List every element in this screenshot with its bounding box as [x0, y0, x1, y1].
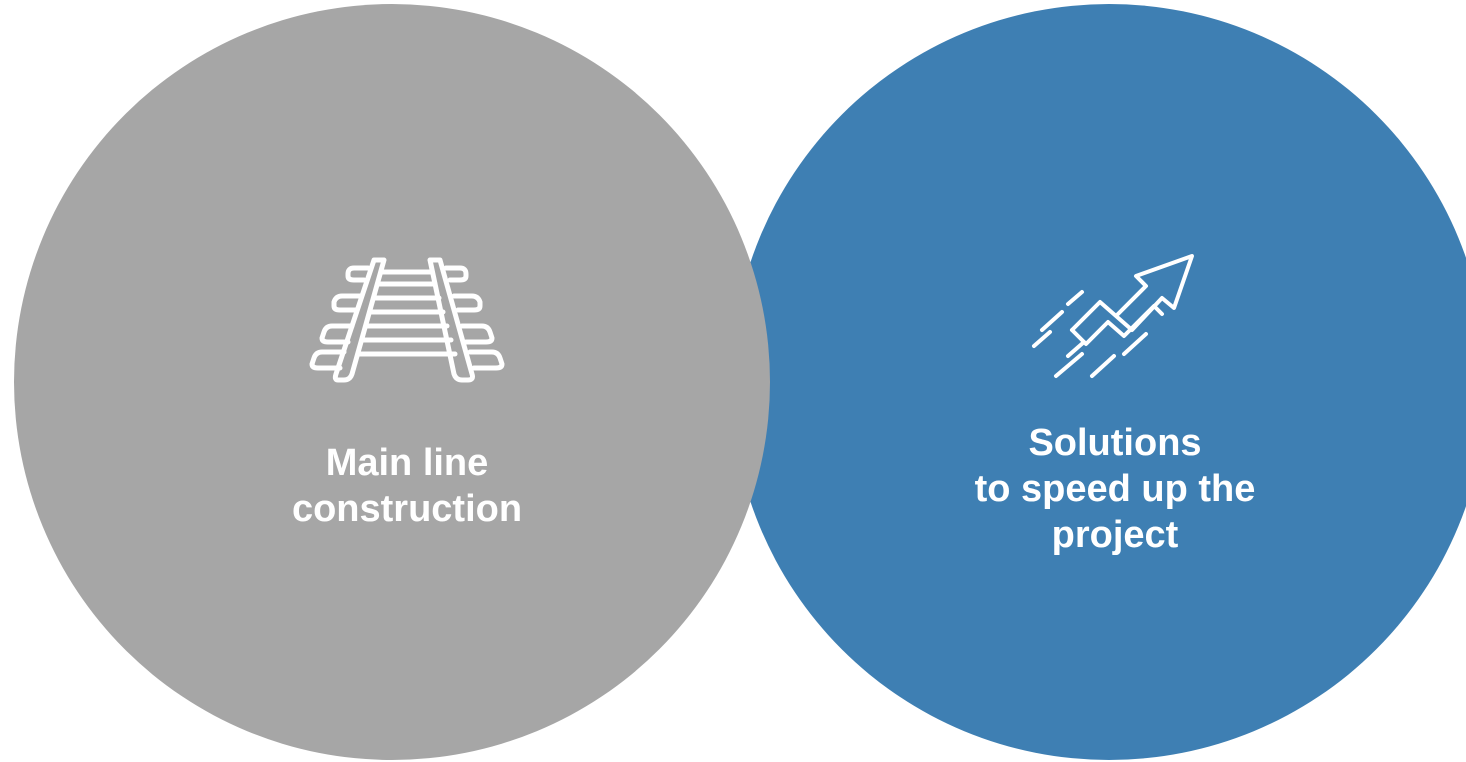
- trend-up-arrow-icon: [1032, 254, 1194, 378]
- main-line-label-line-1: Main line: [325, 442, 489, 484]
- railway-track-icon: [309, 257, 505, 383]
- speed-up-label-line-2: to speed up the: [974, 468, 1256, 510]
- main-line-label: Main line construction: [232, 440, 582, 532]
- main-line-circle: [14, 4, 770, 760]
- main-line-label-line-2: construction: [291, 488, 523, 530]
- speed-up-label-line-3: project: [1051, 514, 1179, 556]
- speed-up-circle: [731, 4, 1466, 760]
- speed-up-label: Solutions to speed up the project: [930, 420, 1300, 558]
- speed-up-label-line-1: Solutions: [1028, 422, 1202, 464]
